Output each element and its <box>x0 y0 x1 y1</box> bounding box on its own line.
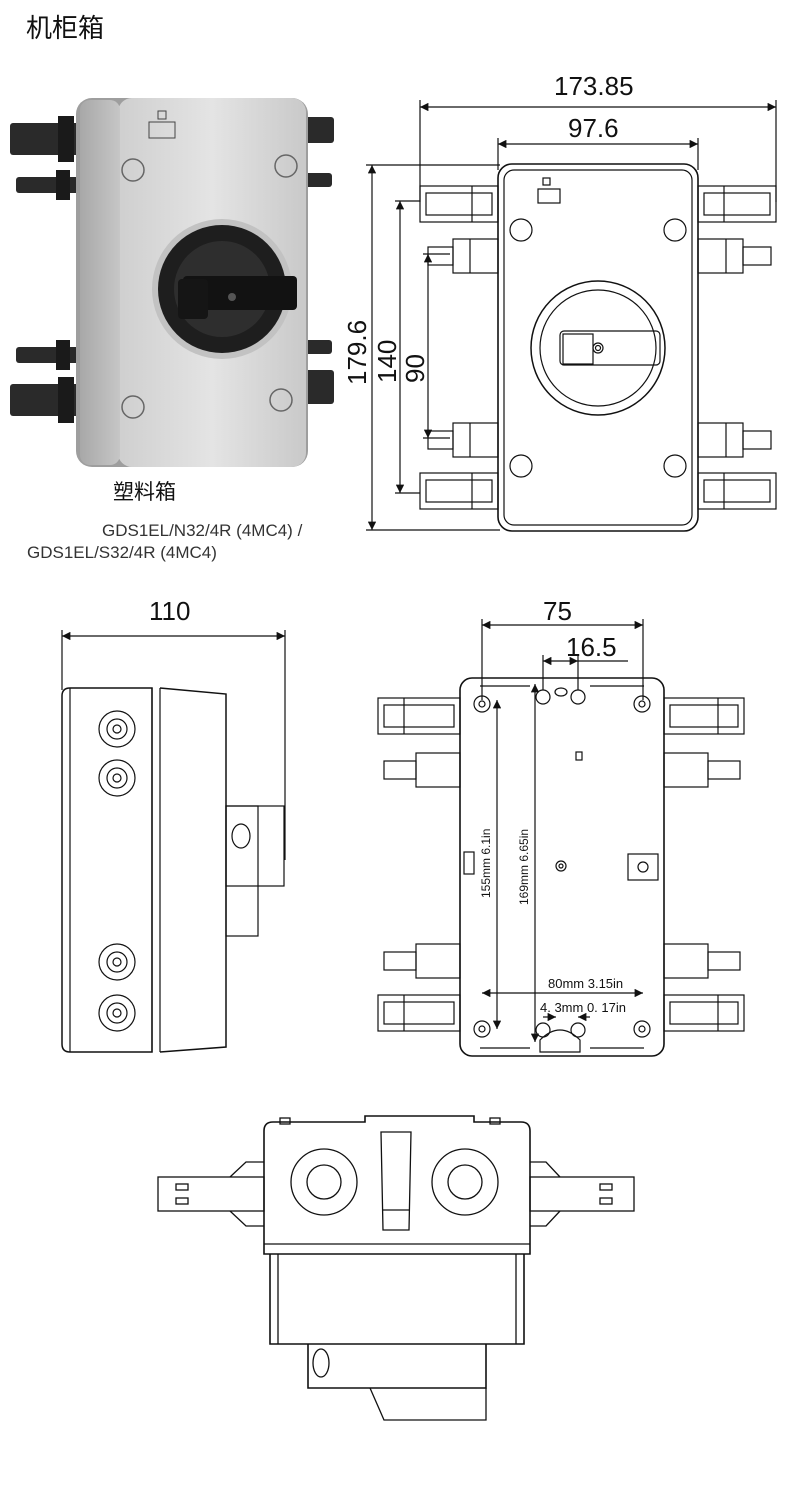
back-right-connectors <box>663 697 745 1032</box>
dim-slot: 16.5 <box>566 632 617 662</box>
model-number-line2: GDS1EL/S32/4R (4MC4) <box>27 543 217 562</box>
page-title: 机柜箱 <box>26 14 105 44</box>
photo-connectors-left <box>10 116 92 423</box>
dim-43: 4. 3mm 0. 17in <box>540 1000 626 1015</box>
dim-connector-outer: 140 <box>372 340 402 383</box>
model-number-line1: GDS1EL/N32/4R (4MC4) / <box>102 521 303 540</box>
dim-169: 169mm 6.65in <box>517 829 531 905</box>
back-view-drawing <box>377 619 745 1057</box>
dim-body-width: 97.6 <box>568 113 619 143</box>
dim-80: 80mm 3.15in <box>548 976 623 991</box>
front-view-drawing <box>366 100 777 532</box>
front-right-connectors <box>697 185 777 510</box>
dim-155: 155mm 6.1in <box>479 829 493 898</box>
product-photo <box>10 98 334 467</box>
dim-overall-height: 179.6 <box>342 320 372 385</box>
photo-caption: 塑料箱 <box>113 480 176 504</box>
dim-back-width: 75 <box>543 596 572 626</box>
back-left-connectors <box>377 697 461 1032</box>
dim-overall-width: 173.85 <box>554 71 634 101</box>
dim-depth: 110 <box>149 596 190 626</box>
side-terminals <box>98 710 136 1032</box>
bottom-view-drawing <box>157 1115 635 1421</box>
dim-connector-inner: 90 <box>400 354 430 383</box>
side-view-drawing <box>61 630 286 1053</box>
front-left-connectors <box>419 185 499 510</box>
